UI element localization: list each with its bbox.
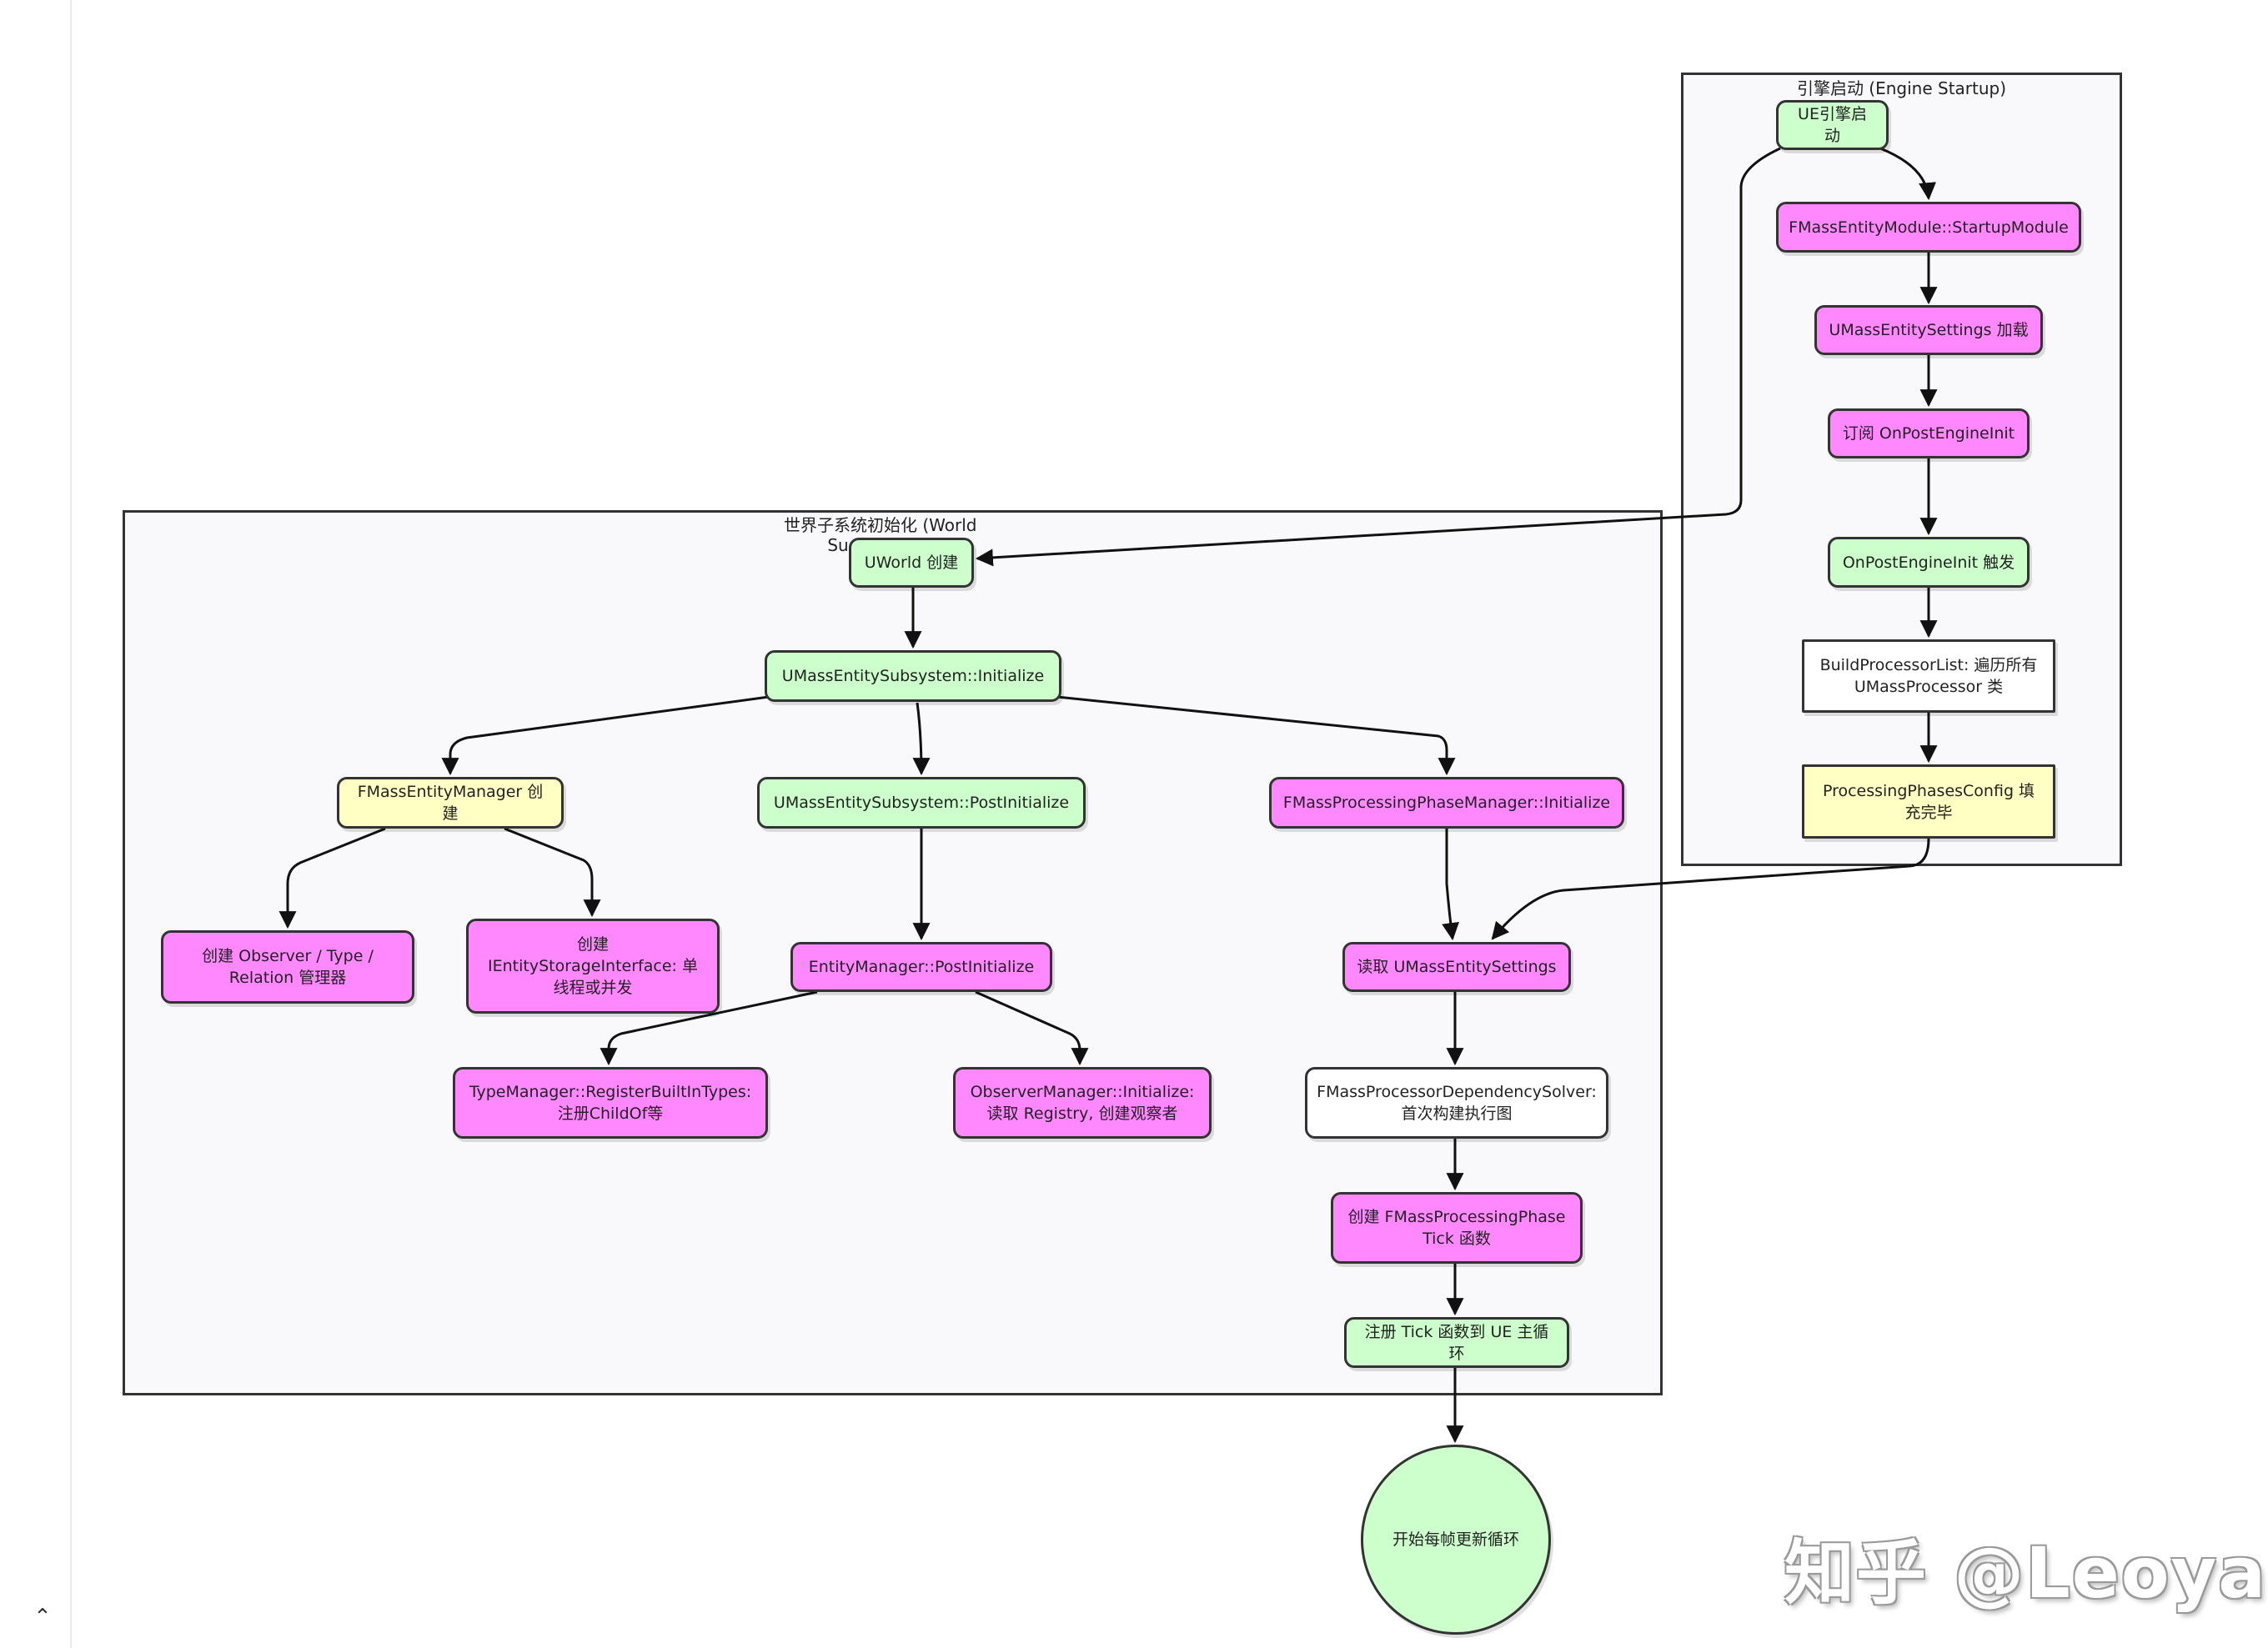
node-subsystem-post-initialize-label: UMassEntitySubsystem::PostInitialize xyxy=(773,794,1070,812)
node-subscribe-post-init-label: 订阅 OnPostEngineInit xyxy=(1842,424,2015,443)
node-uworld-create[interactable]: UWorld 创建 xyxy=(849,538,974,588)
left-rail xyxy=(70,0,72,1648)
node-startup-module-label: FMassEntityModule::StartupModule xyxy=(1789,218,2069,237)
node-observer-manager-line2: 读取 Registry, 创建观察者 xyxy=(986,1105,1178,1123)
edge-ue-start-to-uworld xyxy=(975,147,1781,567)
node-create-managers-line2: Relation 管理器 xyxy=(228,969,347,987)
edge-entity-manager-to-create-storage xyxy=(504,827,601,918)
edge-subsystem-init-to-entity-manager xyxy=(441,695,770,776)
edge-em-post-initialize-to-observer-manager xyxy=(975,990,1089,1066)
edge-em-post-initialize-to-type-manager xyxy=(600,990,818,1066)
node-phase-manager-initialize-label: FMassProcessingPhaseManager::Initialize xyxy=(1282,794,1611,812)
node-build-processor-list-line2: UMassProcessor 类 xyxy=(1854,678,2004,696)
node-register-tick-label: 注册 Tick 函数到 UE 主循环 xyxy=(1364,1322,1549,1363)
node-uworld-create-label: UWorld 创建 xyxy=(864,554,959,572)
node-phases-config-line1: ProcessingPhasesConfig 填 xyxy=(1822,781,2035,800)
node-phases-config-line2: 充完毕 xyxy=(1904,803,1953,822)
node-create-phase-tick[interactable]: 创建 FMassProcessingPhase Tick 函数 xyxy=(1331,1192,1583,1264)
node-create-managers[interactable]: 创建 Observer / Type / Relation 管理器 xyxy=(161,930,414,1004)
node-entity-manager-create-label: FMassEntityManager 创建 xyxy=(357,783,544,823)
node-ue-start[interactable]: UE引擎启动 xyxy=(1776,100,1889,150)
node-create-phase-tick-line2: Tick 函数 xyxy=(1423,1230,1491,1248)
watermark: 知乎 @Leoyao xyxy=(1784,1532,2268,1614)
node-read-settings[interactable]: 读取 UMassEntitySettings xyxy=(1342,942,1571,992)
node-type-manager-line2: 注册ChildOf等 xyxy=(557,1105,664,1123)
node-create-managers-line1: 创建 Observer / Type / xyxy=(202,947,374,965)
node-phase-manager-initialize[interactable]: FMassProcessingPhaseManager::Initialize xyxy=(1269,777,1624,829)
node-post-init-fire[interactable]: OnPostEngineInit 触发 xyxy=(1828,537,2030,588)
node-em-post-initialize-label: EntityManager::PostInitialize xyxy=(808,958,1035,976)
node-subsystem-initialize-label: UMassEntitySubsystem::Initialize xyxy=(781,667,1045,685)
node-register-tick[interactable]: 注册 Tick 函数到 UE 主循环 xyxy=(1344,1317,1569,1368)
edge-phase-manager-to-read-settings xyxy=(1442,829,1459,941)
node-dependency-solver-line2: 首次构建执行图 xyxy=(1401,1105,1513,1123)
node-type-manager-line1: TypeManager::RegisterBuiltInTypes: xyxy=(469,1083,752,1101)
node-entity-manager-create[interactable]: FMassEntityManager 创建 xyxy=(337,777,564,829)
node-startup-module[interactable]: FMassEntityModule::StartupModule xyxy=(1776,202,2081,253)
node-create-storage-line2: IEntityStorageInterface: 单 xyxy=(488,957,698,975)
chevron-up-icon[interactable]: ⌃ xyxy=(33,1605,52,1630)
node-create-storage-line3: 线程或并发 xyxy=(553,979,633,997)
edge-subsystem-init-to-post-initialize xyxy=(912,702,931,776)
node-settings-load-label: UMassEntitySettings 加载 xyxy=(1829,321,2029,339)
node-subsystem-post-initialize[interactable]: UMassEntitySubsystem::PostInitialize xyxy=(757,777,1086,829)
node-create-phase-tick-line1: 创建 FMassProcessingPhase xyxy=(1347,1208,1566,1226)
node-subsystem-initialize[interactable]: UMassEntitySubsystem::Initialize xyxy=(765,650,1061,702)
node-post-init-fire-label: OnPostEngineInit 触发 xyxy=(1842,553,2015,572)
edge-phases-config-to-read-settings xyxy=(1491,838,1930,940)
node-create-storage-line1: 创建 xyxy=(576,935,609,954)
node-type-manager[interactable]: TypeManager::RegisterBuiltInTypes: 注册Chi… xyxy=(453,1067,768,1139)
edge-entity-manager-to-create-managers xyxy=(278,827,386,929)
cluster-world-subsystem-title-line2: Su xyxy=(827,535,849,555)
node-build-processor-list[interactable]: BuildProcessorList: 遍历所有 UMassProcessor … xyxy=(1802,639,2055,713)
node-em-post-initialize[interactable]: EntityManager::PostInitialize xyxy=(790,942,1052,992)
node-ue-start-label: UE引擎启动 xyxy=(1798,105,1867,145)
node-build-processor-list-line1: BuildProcessorList: 遍历所有 xyxy=(1819,656,2038,674)
cluster-engine-startup-title: 引擎启动 (Engine Startup) xyxy=(1796,78,2007,98)
node-start-loop-label: 开始每帧更新循环 xyxy=(1392,1530,1519,1549)
node-settings-load[interactable]: UMassEntitySettings 加载 xyxy=(1814,305,2043,355)
node-start-loop[interactable]: 开始每帧更新循环 xyxy=(1361,1445,1551,1635)
node-read-settings-label: 读取 UMassEntitySettings xyxy=(1357,958,1557,976)
node-observer-manager-line1: ObserverManager::Initialize: xyxy=(970,1083,1195,1101)
node-create-storage[interactable]: 创建 IEntityStorageInterface: 单 线程或并发 xyxy=(466,919,720,1014)
node-observer-manager[interactable]: ObserverManager::Initialize: 读取 Registry… xyxy=(953,1067,1212,1139)
cluster-world-subsystem-title-line1: 世界子系统初始化 (World xyxy=(784,515,977,535)
node-dependency-solver-line1: FMassProcessorDependencySolver: xyxy=(1317,1083,1597,1101)
edge-subsystem-init-to-phase-manager xyxy=(1056,695,1456,776)
edge-ue-start-to-startup-module xyxy=(1879,147,1936,201)
node-dependency-solver[interactable]: FMassProcessorDependencySolver: 首次构建执行图 xyxy=(1305,1067,1608,1139)
node-subscribe-post-init[interactable]: 订阅 OnPostEngineInit xyxy=(1828,408,2030,458)
node-phases-config[interactable]: ProcessingPhasesConfig 填 充完毕 xyxy=(1802,764,2055,839)
